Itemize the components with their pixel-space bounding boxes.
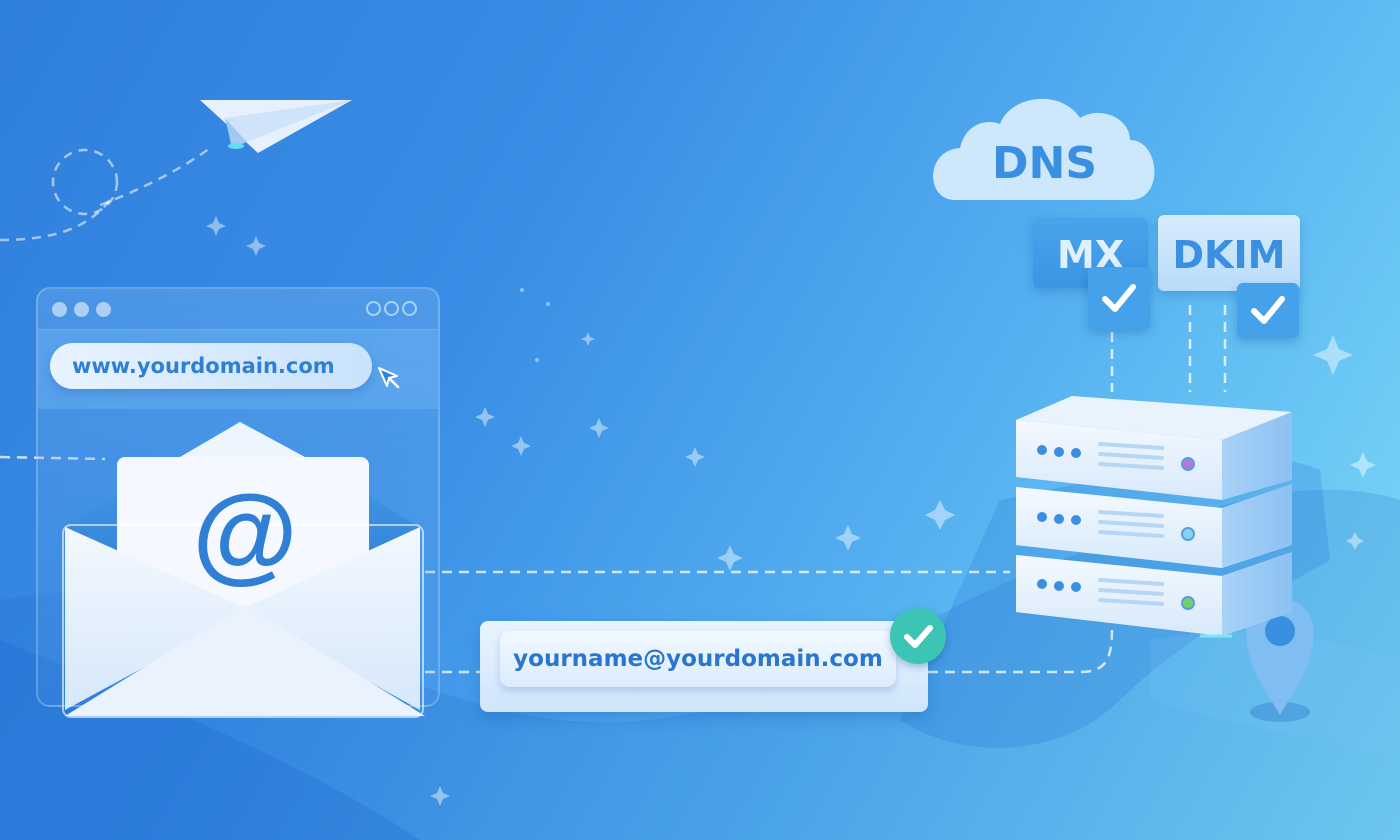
connection-lines — [0, 298, 1227, 674]
window-dot — [74, 302, 89, 317]
address-bar-row: www.yourdomain.com — [38, 329, 438, 409]
check-icon — [1102, 284, 1136, 312]
url-field[interactable]: www.yourdomain.com — [50, 343, 372, 389]
window-ring — [402, 301, 417, 316]
dns-label: DNS — [992, 138, 1098, 189]
browser-title-bar — [38, 289, 438, 330]
email-address-card: yourname@yourdomain.com — [480, 621, 928, 712]
window-ring — [366, 301, 381, 316]
paper-plane-icon — [200, 100, 352, 153]
check-icon — [904, 625, 933, 648]
cursor-arrow-icon — [378, 367, 400, 389]
browser-window: www.yourdomain.com — [36, 287, 440, 707]
sparkle-icon — [206, 216, 1376, 806]
window-dot — [52, 302, 67, 317]
email-address-field[interactable]: yourname@yourdomain.com — [500, 631, 896, 687]
paper-plane-trail — [0, 146, 211, 242]
mx-verified-badge — [1088, 267, 1150, 329]
window-ring — [384, 301, 399, 316]
check-icon — [1251, 296, 1285, 324]
dkim-verified-badge — [1237, 283, 1299, 338]
window-dot — [96, 302, 111, 317]
dns-record-dkim[interactable]: DKIM — [1158, 215, 1300, 291]
email-verified-badge — [890, 608, 946, 664]
